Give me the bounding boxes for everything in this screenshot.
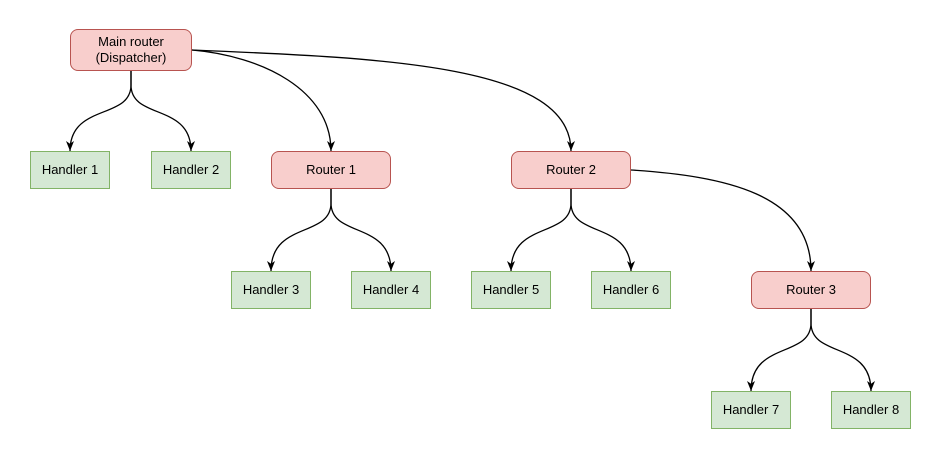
edge-router-3-to-handler-7	[747, 309, 812, 392]
node-handler-3-label: Handler 3	[242, 281, 300, 297]
node-router-3: Router 3	[751, 271, 871, 309]
edge-router-2-to-handler-6	[570, 189, 635, 272]
node-router-2-label: Router 2	[546, 161, 596, 177]
edge-main-router-to-handler-2	[130, 71, 195, 152]
node-router-3-label: Router 3	[786, 281, 836, 297]
node-handler-7: Handler 7	[711, 391, 791, 429]
node-router-1: Router 1	[271, 151, 391, 189]
edge-main-router-to-router-2	[191, 49, 575, 152]
edge-router-1-to-handler-3	[267, 189, 332, 272]
node-router-2: Router 2	[511, 151, 631, 189]
node-handler-2-label: Handler 2	[162, 161, 220, 177]
edge-router-3-to-handler-8	[810, 309, 875, 392]
node-handler-5: Handler 5	[471, 271, 551, 309]
node-router-1-label: Router 1	[306, 161, 356, 177]
edge-main-router-to-handler-1	[66, 71, 132, 152]
node-handler-1: Handler 1	[30, 151, 110, 189]
edge-router-2-to-router-3	[630, 169, 815, 272]
edge-main-router-to-router-1	[191, 49, 335, 152]
node-handler-7-label: Handler 7	[722, 401, 780, 417]
node-handler-8: Handler 8	[831, 391, 911, 429]
edge-router-1-to-handler-4	[330, 189, 395, 272]
edge-router-2-to-handler-5	[507, 189, 572, 272]
node-handler-5-label: Handler 5	[482, 281, 540, 297]
node-main-router: Main router (Dispatcher)	[70, 29, 192, 71]
node-handler-6-label: Handler 6	[602, 281, 660, 297]
node-handler-4-label: Handler 4	[362, 281, 420, 297]
node-handler-2: Handler 2	[151, 151, 231, 189]
node-handler-3: Handler 3	[231, 271, 311, 309]
node-handler-6: Handler 6	[591, 271, 671, 309]
node-handler-4: Handler 4	[351, 271, 431, 309]
node-handler-8-label: Handler 8	[842, 401, 900, 417]
node-main-router-label: Main router (Dispatcher)	[95, 33, 167, 65]
node-handler-1-label: Handler 1	[41, 161, 99, 177]
